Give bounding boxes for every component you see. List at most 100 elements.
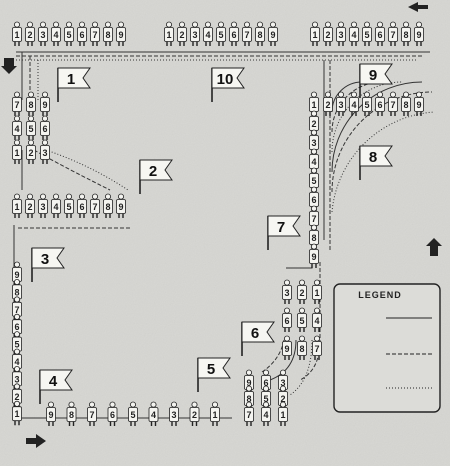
figure-number: 9 [14,270,19,280]
figure-number: 2 [27,30,32,40]
figure-legs [263,421,269,426]
figure-body [189,407,200,422]
figure-number: 5 [218,30,223,40]
figure-number: 8 [14,287,19,297]
figure-number: 2 [325,30,330,40]
figure-body [40,145,50,160]
figure-right-block: 7 [312,335,322,360]
figure-number: 4 [53,30,58,40]
figure-number: 3 [42,148,47,158]
figure-legs [325,41,331,46]
figure-bottom-rank: 1 [210,401,220,426]
figure-number: 6 [42,124,47,134]
figure-legs [42,135,48,140]
figure-body [40,121,50,136]
flag-6: 6 [241,321,275,356]
figure-top-right: 6 [375,21,385,46]
figure-number: 7 [314,344,319,354]
figure-number: 4 [205,30,210,40]
figure-head [14,193,20,200]
figure-legs [364,41,370,46]
figure-head [390,21,396,28]
figure-number: 7 [390,100,395,110]
figure-left-column: 1 [12,400,22,426]
figure-number: 8 [246,394,251,404]
flag-1: 1 [57,67,91,102]
figure-top-center: 3 [190,21,200,46]
rb-path-3 [289,339,313,396]
figure-number: 5 [364,100,369,110]
figure-top-left: 8 [103,21,113,46]
figure-legs [118,213,124,218]
flag-number: 3 [41,251,49,268]
figure-number: 9 [416,100,421,110]
figure-legs [166,41,172,46]
figure-body [12,406,22,422]
figure-bottom-block: 7 [244,401,254,426]
figure-body [51,199,61,214]
figure-body [278,407,288,422]
figure-left-mid: 9 [116,193,126,218]
figure-body [310,27,320,42]
figure-number: 4 [263,410,268,420]
flag-cloth [359,145,393,167]
figure-body [169,407,179,422]
flag-cloth [139,159,173,181]
figure-body [282,285,292,300]
figure-number: 4 [351,30,356,40]
figure-head [311,110,317,117]
figure-top-right: 2 [323,21,333,46]
col-path-3 [45,149,129,191]
figure-legs [314,299,320,304]
figure-body [282,313,292,328]
figure-legs [312,41,318,46]
figure-number: 2 [299,288,304,298]
figure-body [190,27,200,42]
flag-2: 2 [139,159,173,194]
figure-body [40,97,50,112]
figure-body [26,121,36,136]
figure-top-center: 7 [242,21,252,46]
figure-number: 7 [14,305,19,315]
flag-cloth [241,321,275,343]
figure-number: 1 [14,148,19,158]
figure-body [203,27,213,42]
figure-number: 7 [92,30,97,40]
figure-head [68,401,75,408]
figure-legs [338,41,344,46]
figure-legs [28,135,34,140]
figure-body [297,285,307,300]
figure-legs [299,299,305,304]
flag-cloth [57,67,91,89]
figure-bottom-rank: 5 [128,401,138,426]
figure-body [349,27,359,42]
figure-number: 8 [299,344,304,354]
figure-number: 3 [338,100,343,110]
figure-number: 7 [311,214,316,224]
figure-head [14,348,20,355]
figure-legs [109,421,116,426]
figure-body [375,27,385,42]
figure-head [53,21,59,28]
figure-column-block: 7 [12,91,22,116]
figure-legs [66,41,72,46]
figure-head [390,91,396,98]
figure-legs [299,355,305,360]
figure-legs [40,41,46,46]
figure-head [263,385,269,392]
figure-head [312,21,318,28]
figure-column-block: 3 [40,139,50,164]
figure-legs [284,299,290,304]
flag-number: 9 [369,67,377,84]
figure-body [25,199,35,214]
flag-5: 5 [197,357,231,392]
figure-body [26,97,36,112]
arrow-up-icon [426,238,442,256]
figure-number: 1 [14,30,19,40]
figure-head [311,243,317,250]
figure-body [148,407,159,422]
figure-body [282,341,292,356]
figure-number: 7 [390,30,395,40]
figure-bottom-rank: 9 [46,401,56,426]
figure-right-column: 1 [309,91,319,116]
